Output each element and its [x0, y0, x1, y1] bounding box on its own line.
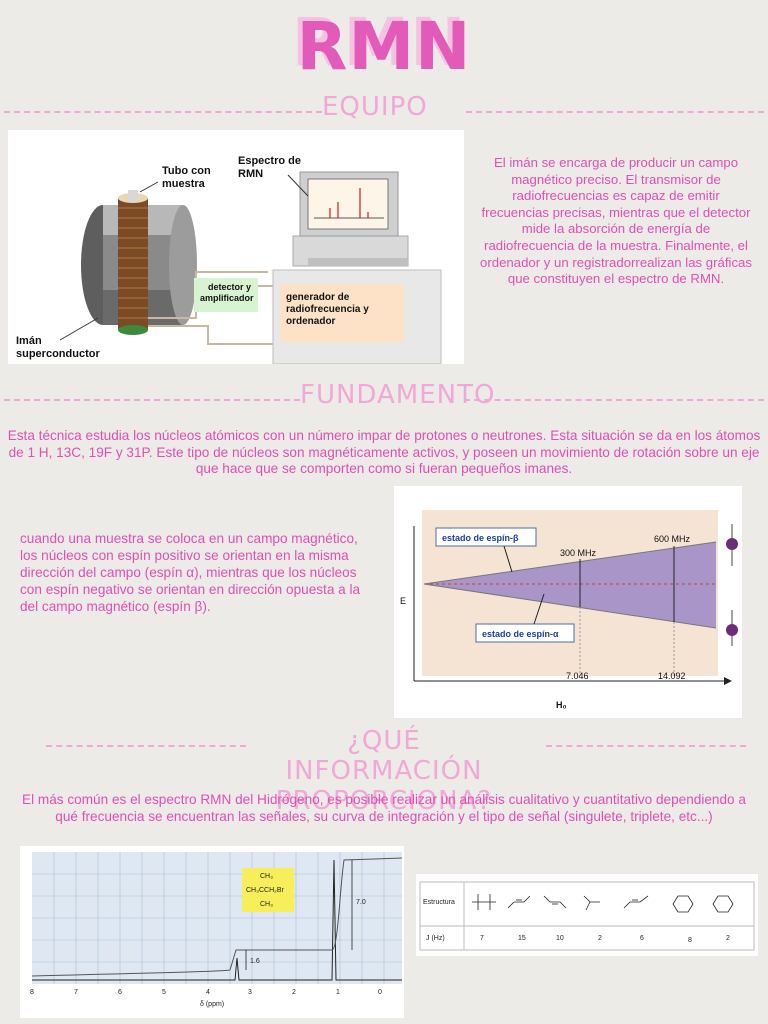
- tick-1: 1: [336, 989, 340, 996]
- label-300mhz: 300 MHz: [560, 548, 597, 558]
- j-value-4: 2: [598, 935, 602, 942]
- j-value-6: 8: [688, 937, 692, 944]
- tick-7: 7: [74, 989, 78, 996]
- section-title-fundamento: FUNDAMENTO: [300, 380, 496, 410]
- label-detector-2: amplificador: [200, 293, 254, 303]
- label-tubo-2: muestra: [162, 178, 206, 190]
- divider: [546, 745, 746, 747]
- axis-e: E: [400, 596, 406, 606]
- j-value-3: 10: [556, 935, 564, 942]
- section-title-equipo: EQUIPO: [322, 92, 428, 122]
- divider: [46, 745, 246, 747]
- divider: [466, 111, 764, 113]
- label-iman-1: Imán: [16, 335, 42, 347]
- molecule-line1: CH₃: [260, 873, 273, 880]
- label-tubo-1: Tubo con: [162, 165, 211, 177]
- label-alpha: estado de espín-α: [482, 629, 559, 639]
- spin-diagram: estado de espín-β estado de espín-α 300 …: [394, 486, 742, 718]
- j-value-7: 2: [726, 935, 730, 942]
- label-600mhz: 600 MHz: [654, 534, 691, 544]
- tick-3: 3: [248, 989, 252, 996]
- label-generador-3: ordenador: [286, 316, 336, 327]
- j-values: 7 15 10 2 6 8 2: [480, 935, 730, 944]
- x-tick-labels: 8 7 6 5 4 3 2 1 0: [30, 989, 382, 996]
- tick-5: 5: [162, 989, 166, 996]
- spectrum-xlabel: δ (ppm): [200, 1001, 224, 1008]
- fundamento-text: Esta técnica estudia los núcleos atómico…: [7, 428, 761, 477]
- label-detector-1: detector y: [208, 282, 251, 292]
- divider: [4, 111, 322, 113]
- j-value-2: 15: [518, 935, 526, 942]
- tick-7046: 7.046: [566, 671, 589, 681]
- section-title-info: ¿QUÉ INFORMACIÓN PROPORCIONA?: [246, 726, 522, 816]
- tick-4: 4: [206, 989, 210, 996]
- spin-text: cuando una muestra se coloca en un campo…: [20, 531, 361, 614]
- molecule-line2: CH₃CCH₂Br: [246, 887, 285, 894]
- label-beta: estado de espín-β: [442, 533, 519, 543]
- integral-1: 1.6: [250, 958, 260, 965]
- integral-2: 7.0: [356, 899, 366, 906]
- tick-0: 0: [378, 989, 382, 996]
- tick-6: 6: [118, 989, 122, 996]
- tick-14092: 14.092: [658, 671, 686, 681]
- j-value-1: 7: [480, 935, 484, 942]
- label-generador-2: radiofrecuencia y: [286, 304, 369, 315]
- molecule-line3: CH₃: [260, 901, 273, 908]
- label-generador-1: generador de: [286, 292, 350, 303]
- row-label-estructura: Estructura: [423, 899, 455, 906]
- coupling-table: Estructura J (Hz) 7 15 10 2 6 8 2: [416, 874, 758, 956]
- label-iman-2: superconductor: [16, 348, 100, 360]
- info-text: El más común es el espectro RMN del Hidr…: [22, 792, 746, 824]
- label-espectro-2: RMN: [238, 168, 263, 180]
- section-title-info-line1: ¿QUÉ INFORMACIÓN: [285, 726, 483, 786]
- section-title-info-line2: PROPORCIONA?: [275, 786, 493, 816]
- row-label-jhz: J (Hz): [426, 935, 445, 942]
- tick-8: 8: [30, 989, 34, 996]
- page-title: RMN: [296, 8, 472, 85]
- equipo-description: El imán se encarga de producir un campo …: [480, 155, 752, 287]
- j-value-5: 6: [640, 935, 644, 942]
- tick-2: 2: [292, 989, 296, 996]
- label-espectro-1: Espectro de: [238, 155, 301, 167]
- divider: [464, 399, 764, 401]
- divider: [4, 399, 300, 401]
- axis-h0: H₀: [556, 700, 567, 710]
